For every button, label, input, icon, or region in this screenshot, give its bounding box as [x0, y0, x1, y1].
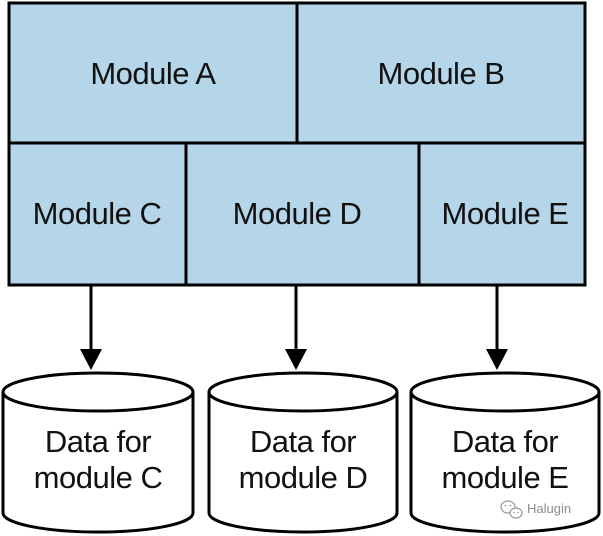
database-module-e-line2: module E [442, 460, 569, 495]
arrow-module-e-to-data [486, 285, 508, 370]
database-module-c-line2: module C [34, 460, 163, 495]
wechat-icon [500, 500, 523, 519]
database-module-e: Data for module E [409, 371, 601, 534]
database-module-e-line1: Data for [452, 424, 558, 459]
module-a-label: Module A [90, 56, 216, 91]
arrow-module-d-to-data [285, 285, 307, 370]
database-module-d-line1: Data for [250, 424, 356, 459]
module-e: Module E [417, 141, 587, 287]
module-c: Module C [7, 141, 188, 287]
module-d: Module D [184, 141, 421, 287]
module-d-label: Module D [233, 196, 362, 231]
module-b: Module B [295, 1, 587, 145]
module-a: Module A [7, 1, 299, 145]
module-e-label: Module E [442, 196, 569, 231]
module-c-label: Module C [33, 196, 162, 231]
arrow-module-c-to-data [80, 285, 102, 370]
database-module-c: Data for module C [1, 371, 195, 534]
module-b-label: Module B [378, 56, 505, 91]
database-module-d: Data for module D [207, 371, 399, 534]
database-module-c-line1: Data for [45, 424, 151, 459]
watermark: Halugin [500, 500, 571, 519]
database-module-d-line2: module D [239, 460, 368, 495]
watermark-text: Halugin [527, 501, 571, 516]
